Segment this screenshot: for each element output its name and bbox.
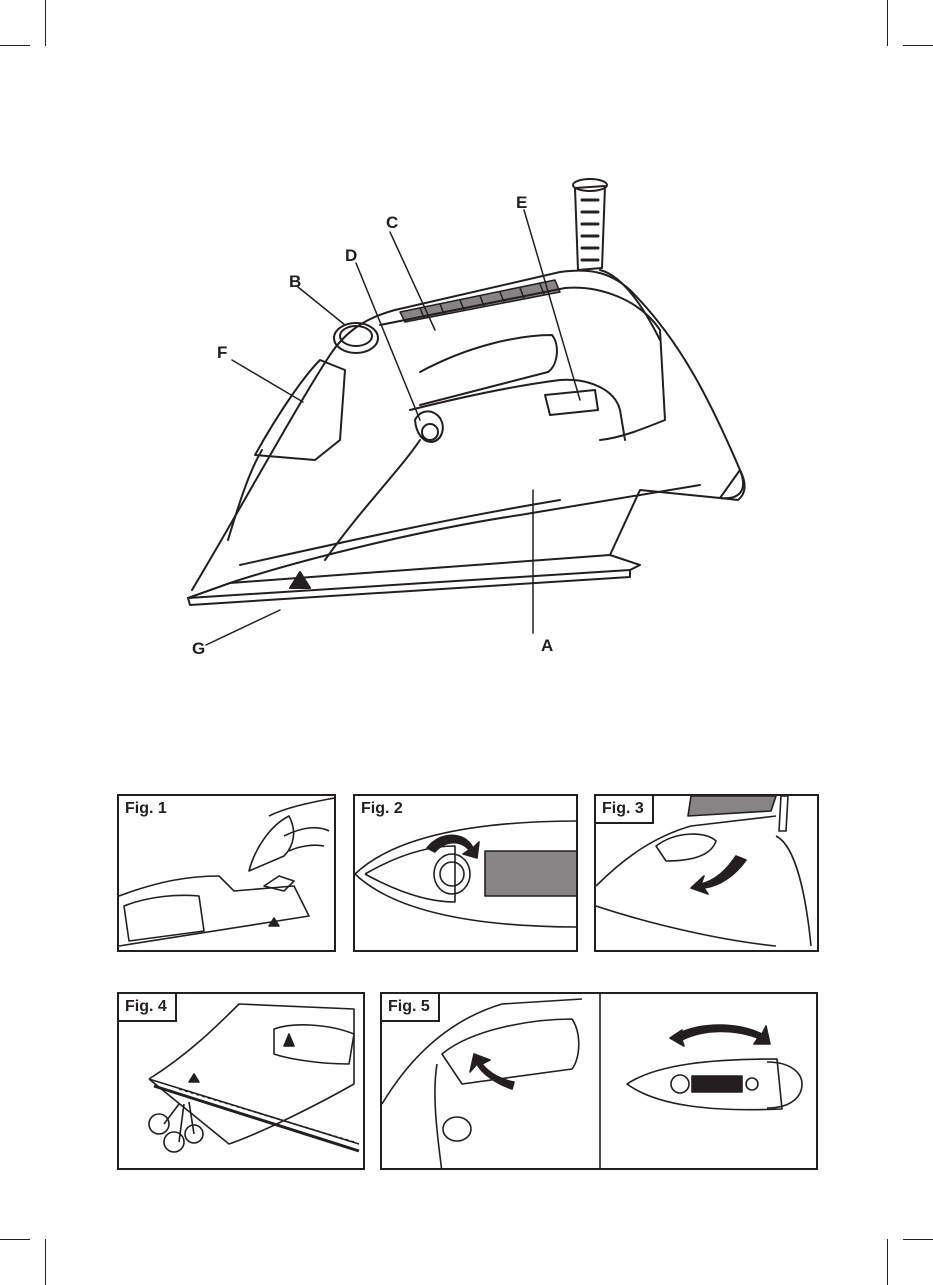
crop-mark (45, 1239, 46, 1285)
steam-iron-diagram (0, 160, 933, 680)
figure-2-panel: Fig. 2 (353, 794, 578, 952)
crop-mark (0, 1239, 30, 1240)
crop-mark (903, 1239, 933, 1240)
callout-label-a: A (541, 637, 553, 654)
figure-2-label: Fig. 2 (355, 796, 411, 822)
tilt-arrow (670, 1025, 770, 1046)
crop-mark (45, 0, 46, 46)
figure-5-label: Fig. 5 (382, 994, 440, 1022)
figure-3-panel: Fig. 3 (594, 794, 819, 952)
callout-label-c: C (386, 214, 398, 231)
warning-triangle (290, 572, 310, 588)
hand (269, 798, 334, 851)
iron-top-view (627, 1059, 802, 1110)
rotate-arrow (470, 1054, 514, 1089)
crop-mark (887, 0, 888, 46)
crop-mark (0, 45, 30, 46)
callout-label-g: G (192, 640, 205, 657)
vent-grid (485, 851, 578, 896)
figure-5-panel: Fig. 5 (380, 992, 818, 1170)
burst-button (545, 390, 598, 415)
figure-4-panel: Fig. 4 (117, 992, 365, 1170)
callout-label-b: B (289, 273, 301, 290)
iron-body (192, 271, 743, 590)
figure-1-label: Fig. 1 (119, 796, 175, 822)
figure-3-label: Fig. 3 (596, 796, 654, 824)
callout-label-d: D (345, 247, 357, 264)
crop-mark (903, 45, 933, 46)
figure-4-label: Fig. 4 (119, 994, 177, 1022)
steam-puffs (149, 1102, 203, 1152)
water-cup (249, 816, 294, 871)
press-arrow (284, 1034, 294, 1046)
steam-vent-grid (400, 280, 560, 322)
cord-guard (573, 179, 607, 270)
figure-1-panel: Fig. 1 (117, 794, 336, 952)
callout-label-f: F (217, 344, 227, 361)
push-arrow (691, 856, 746, 894)
water-window (255, 360, 345, 460)
crop-mark (887, 1239, 888, 1285)
callout-label-e: E (516, 194, 527, 211)
